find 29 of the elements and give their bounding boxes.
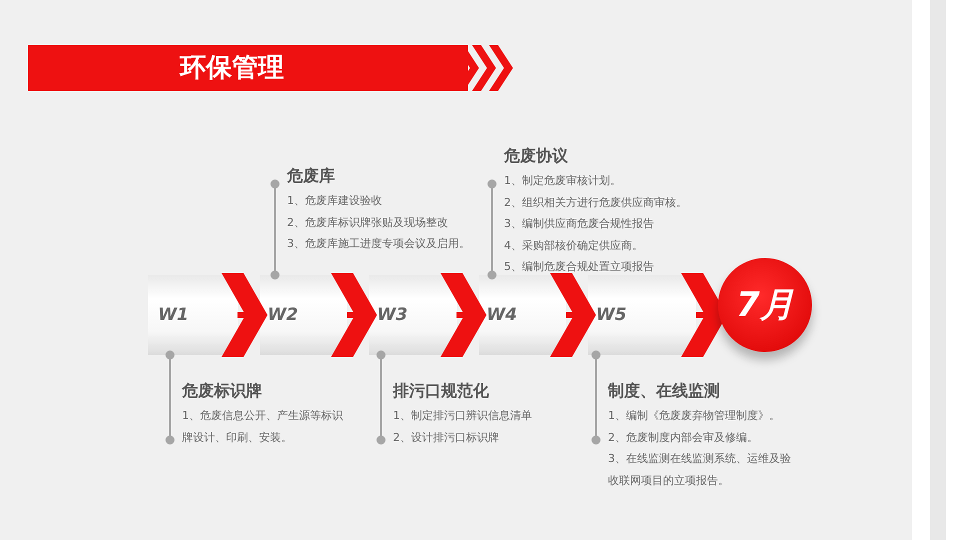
- note-heading: 危废标识牌: [182, 380, 263, 402]
- note-heading: 危废库: [287, 165, 336, 187]
- note-item: 2、危废库标识牌张贴及现场整改: [287, 214, 449, 230]
- note-item: 4、采购部核价确定供应商。: [504, 238, 644, 254]
- note-item: 5、编制危废合规处置立项报告: [504, 259, 655, 275]
- note-item: 2、设计排污口标识牌: [393, 430, 500, 446]
- note-item: 1、危废信息公开、产生源等标识牌设计、印刷、安装。: [182, 408, 344, 446]
- week-label: W3: [369, 275, 456, 355]
- leader-line: [376, 350, 386, 444]
- leader-line: [166, 350, 174, 444]
- note-item: 1、危废库建设验收: [287, 193, 383, 209]
- note-heading: 制度、在线监测: [608, 380, 721, 402]
- note-heading: 危废协议: [504, 145, 569, 167]
- leader-line: [488, 180, 496, 280]
- leader-line: [270, 180, 280, 280]
- note-item: 3、在线监测在线监测系统、运维及验收联网项目的立项报告。: [608, 451, 792, 488]
- note-item: 1、制定危废审核计划。: [504, 173, 622, 189]
- note-item: 3、危废库施工进度专项会议及启用。: [287, 236, 471, 252]
- week-label: W4: [478, 275, 566, 355]
- note-heading: 排污口规范化: [393, 380, 490, 402]
- note-item: 2、组织相关方进行危废供应商审核。: [504, 194, 688, 210]
- week-label: W1: [148, 275, 238, 355]
- leader-line: [592, 350, 600, 444]
- note-item: 3、编制供应商危废合规性报告: [504, 216, 655, 232]
- week-label: W5: [588, 275, 696, 355]
- week-label: W2: [260, 275, 347, 355]
- note-item: 1、制定排污口辨识信息清单: [393, 408, 533, 424]
- note-item: 2、危废制度内部会审及修编。: [608, 430, 759, 446]
- note-item: 1、编制《危废废弃物管理制度》。: [608, 408, 781, 424]
